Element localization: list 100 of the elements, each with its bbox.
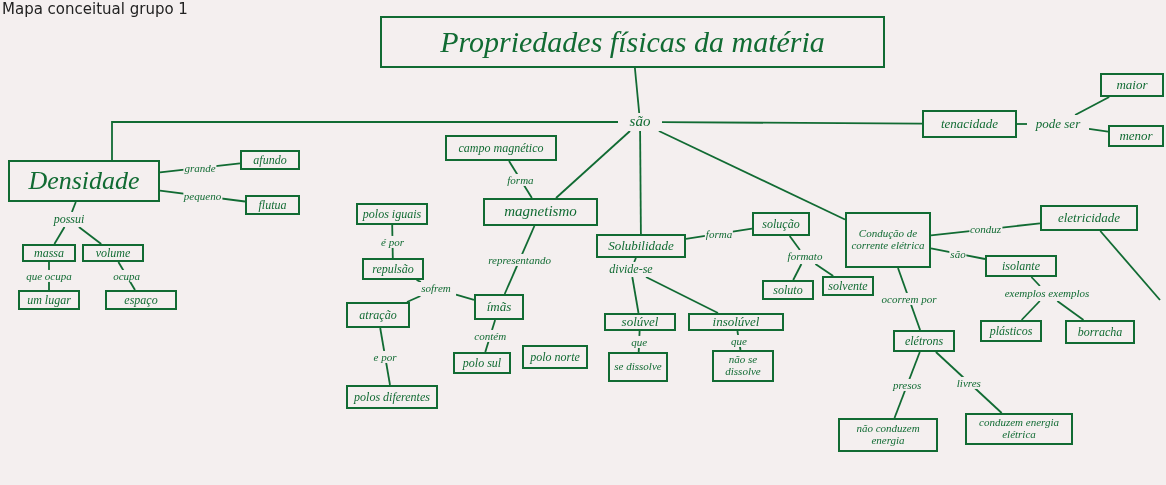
connector-line <box>1099 230 1161 301</box>
concept-box <box>1108 125 1164 147</box>
connector-line <box>78 226 103 245</box>
connector-line <box>53 226 66 245</box>
concept-box <box>1040 205 1138 231</box>
concept-label: borracha <box>1077 325 1123 339</box>
connector-line <box>1030 276 1041 287</box>
concept-box <box>18 290 80 310</box>
connector-line <box>71 201 77 213</box>
concept-label: Condução de corrente elétrica <box>850 228 926 252</box>
connector-line <box>1016 123 1028 125</box>
concept-label: Densidade <box>28 167 140 195</box>
concept-box <box>362 258 424 280</box>
title-text: Propriedades físicas da matéria <box>440 26 825 58</box>
concept-label: polo norte <box>530 350 580 364</box>
connector-line <box>1074 96 1111 116</box>
connector-line <box>111 121 619 161</box>
connector-line <box>555 130 631 199</box>
concept-box <box>604 313 676 331</box>
connector-line <box>788 235 801 251</box>
concept-box <box>82 244 144 262</box>
connector-line <box>1088 127 1109 133</box>
concept-label: afundo <box>253 153 287 167</box>
concept-box <box>453 352 511 374</box>
concept-label: espaço <box>124 293 158 307</box>
concept-box <box>356 203 428 225</box>
connector-line <box>406 295 422 303</box>
edge-label: presos <box>892 378 923 392</box>
concept-label: um lugar <box>27 293 71 307</box>
edge-label: livres <box>955 376 982 389</box>
concept-label: eletricidade <box>1057 211 1121 225</box>
concept-box <box>245 195 300 215</box>
concept-box <box>752 212 810 236</box>
concept-label: maior <box>1116 78 1148 92</box>
edge-label: forma <box>704 227 734 240</box>
connector-line <box>1020 300 1041 321</box>
edge-label: forma <box>506 173 535 186</box>
concept-label: conduzem energia elétrica <box>978 417 1060 441</box>
concept-label: ímãs <box>486 300 512 314</box>
edge-label: que <box>730 334 748 347</box>
concept-label: solução <box>762 217 800 231</box>
concept-label: solvente <box>828 279 868 293</box>
connector-line <box>645 276 719 314</box>
concept-label: polos iguais <box>362 207 422 221</box>
connector-line <box>661 121 923 125</box>
concept-box <box>822 276 874 296</box>
concept-label: elétrons <box>904 334 944 348</box>
concept-label: se dissolve <box>614 361 662 373</box>
concept-box <box>712 350 774 382</box>
concept-box <box>596 234 686 258</box>
concept-box <box>105 290 177 310</box>
concept-label: não conduzem energia <box>855 423 921 447</box>
connector-line <box>814 263 835 277</box>
concept-box <box>762 280 814 300</box>
concept-label: polo sul <box>462 356 502 370</box>
linking-word: sofrem <box>416 282 456 296</box>
concept-label: volume <box>95 246 131 260</box>
concept-label: campo magnético <box>458 141 544 155</box>
connector-line <box>631 276 640 314</box>
concept-box <box>522 345 588 369</box>
concept-box <box>980 320 1042 342</box>
concept-box <box>845 212 931 268</box>
concept-label: solúvel <box>621 315 659 329</box>
connector-line <box>639 130 642 235</box>
concept-label: atração <box>359 308 397 322</box>
concept-box <box>965 413 1073 445</box>
connector-line <box>633 257 637 263</box>
concept-box <box>445 135 557 161</box>
concept-label: tenacidade <box>940 117 998 131</box>
concept-box <box>922 110 1017 138</box>
concept-label: insolúvel <box>712 315 760 329</box>
concept-label: plásticos <box>989 324 1033 338</box>
concept-box <box>8 160 160 202</box>
concept-box <box>1065 320 1135 344</box>
connector-line <box>455 293 475 301</box>
concept-box <box>483 198 598 226</box>
connector-line <box>634 67 641 114</box>
concept-label: não se dissolve <box>724 354 762 378</box>
connector-line <box>1056 300 1085 321</box>
concept-box <box>608 352 668 382</box>
edge-label: ocorrem por <box>880 292 938 306</box>
concept-box <box>22 244 76 262</box>
edge-label: contém <box>473 329 508 343</box>
concept-box <box>240 150 300 170</box>
concept-box <box>893 330 955 352</box>
concept-label: polos diferentes <box>354 390 430 404</box>
edge-label: que <box>630 335 649 348</box>
concept-label: flutua <box>258 198 287 212</box>
edge-label: que ocupa <box>25 269 73 283</box>
concept-label: massa <box>34 246 64 260</box>
title-box <box>380 16 885 68</box>
edge-label: e por <box>372 350 398 363</box>
concept-label: menor <box>1119 129 1153 143</box>
concept-box <box>346 302 410 328</box>
edge-label: conduz <box>968 223 1003 236</box>
edge-label: pequeno <box>182 190 223 203</box>
connector-line <box>658 130 846 221</box>
page-title: Mapa conceitual grupo 1 <box>2 0 188 18</box>
concept-box <box>1100 73 1164 97</box>
concept-box <box>346 385 438 409</box>
